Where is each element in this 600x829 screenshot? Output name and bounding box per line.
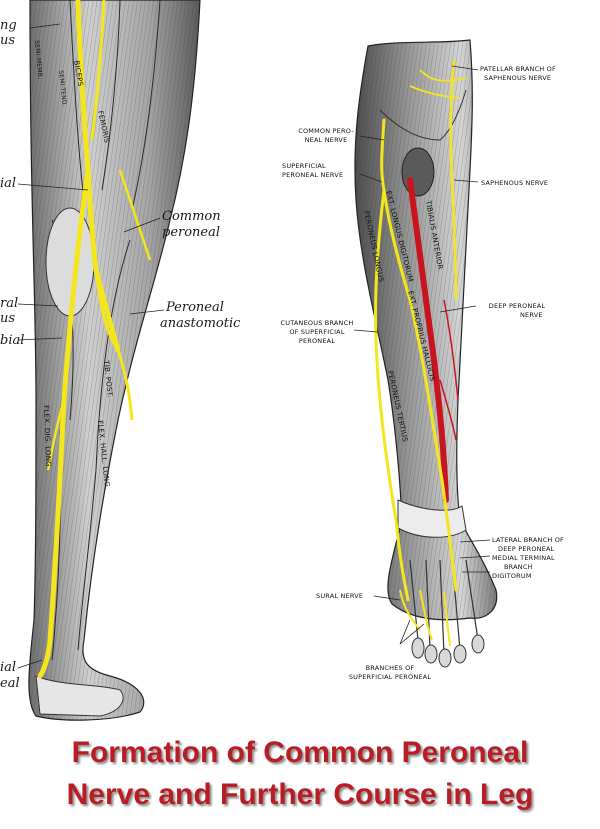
label-lateral-branch-line2: DEEP PERONEAL xyxy=(498,545,555,553)
caption: Formation of Common Peroneal Nerve and F… xyxy=(0,728,600,829)
label-branches-of-superficial-line2: SUPERFICIAL PERONEAL xyxy=(348,673,432,681)
label-patellar-branch-line2: SAPHENOUS NERVE xyxy=(484,74,552,82)
label-common-peroneal-line1: Common xyxy=(162,209,221,224)
label-deep-peroneal-line2: NERVE xyxy=(520,311,543,319)
label-lateral-branch-line1: LATERAL BRANCH OF xyxy=(492,536,564,544)
label-common-peroneal-line2: peroneal xyxy=(162,225,221,240)
anterior-leg xyxy=(353,39,498,668)
label-common-peroneal-nerve-line2: NEAL NERVE xyxy=(304,136,348,144)
label-medial-terminal-line1: MEDIAL TERMINAL xyxy=(492,554,555,562)
caption-line-1: Formation of Common Peroneal xyxy=(71,736,529,769)
label-peroneal-anastomotic-line1: Peroneal xyxy=(166,300,224,315)
label-superficial-peroneal-line2: PERONEAL NERVE xyxy=(282,171,344,179)
label-common-peroneal-nerve-line1: COMMON PERO- xyxy=(298,127,354,135)
label-eal: eal xyxy=(0,676,20,691)
caption-line-2: Nerve and Further Course in Leg xyxy=(66,778,534,811)
label-ral: ral xyxy=(0,296,19,311)
label-ng: ng xyxy=(0,18,17,33)
label-deep-peroneal-line1: DEEP PERONEAL xyxy=(488,302,546,310)
label-patellar-branch-line1: PATELLAR BRANCH OF xyxy=(480,65,556,73)
posterior-leg xyxy=(17,0,201,721)
label-peroneal-anastomotic-line2: anastomotic xyxy=(160,316,241,331)
label-sural-nerve: SURAL NERVE xyxy=(316,592,364,600)
label-cutaneous-branch-line1: CUTANEOUS BRANCH xyxy=(280,319,354,327)
label-branches-of-superficial-line1: BRANCHES OF xyxy=(365,664,415,672)
label-us: us xyxy=(0,33,16,48)
label-cutaneous-branch-line2: OF SUPERFICIAL xyxy=(289,328,345,336)
label-superficial-peroneal-line1: SUPERFICIAL xyxy=(282,162,326,170)
label-medial-terminal-line2: BRANCH xyxy=(504,563,533,571)
label-ial-top: ial xyxy=(0,176,17,191)
label-cutaneous-branch-line3: PERONEAL xyxy=(298,337,336,345)
label-digitorum: DIGITORUM xyxy=(492,572,532,580)
label-ial-bottom: ial xyxy=(0,660,17,675)
label-us-2: us xyxy=(0,311,16,326)
label-saphenous-nerve: SAPHENOUS NERVE xyxy=(481,179,549,187)
label-bial: bial xyxy=(0,333,25,348)
